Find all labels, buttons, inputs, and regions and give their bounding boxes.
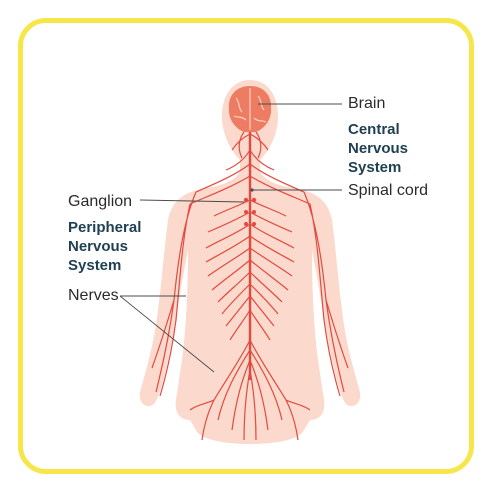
label-spinal-cord: Spinal cord	[348, 182, 429, 199]
label-ganglion: Ganglion	[68, 193, 133, 210]
nerves-leader-lower	[119, 295, 215, 373]
label-central-line1: Central	[348, 121, 400, 138]
label-central-line3: System	[348, 159, 402, 176]
label-peripheral-line1: Peripheral	[68, 219, 142, 236]
label-brain: Brain	[348, 95, 386, 112]
ganglion-leader	[139, 199, 245, 203]
label-central-line2: Nervous	[348, 140, 409, 157]
spinal-cord-pointer	[250, 188, 254, 192]
face-nerves	[231, 131, 269, 159]
neck-nerves	[189, 149, 311, 205]
leader-lines	[119, 103, 342, 373]
brain-folds	[233, 88, 267, 130]
lower-nerves	[189, 339, 311, 441]
intercostal-nerves	[205, 199, 295, 341]
label-nerves: Nerves	[68, 287, 119, 304]
right-arm-nerves	[303, 191, 349, 397]
label-peripheral-line3: System	[68, 257, 122, 274]
left-arm-nerves	[151, 191, 197, 397]
ganglia	[243, 197, 257, 226]
label-peripheral-line2: Nervous	[68, 238, 129, 255]
nerve-network	[151, 131, 349, 441]
